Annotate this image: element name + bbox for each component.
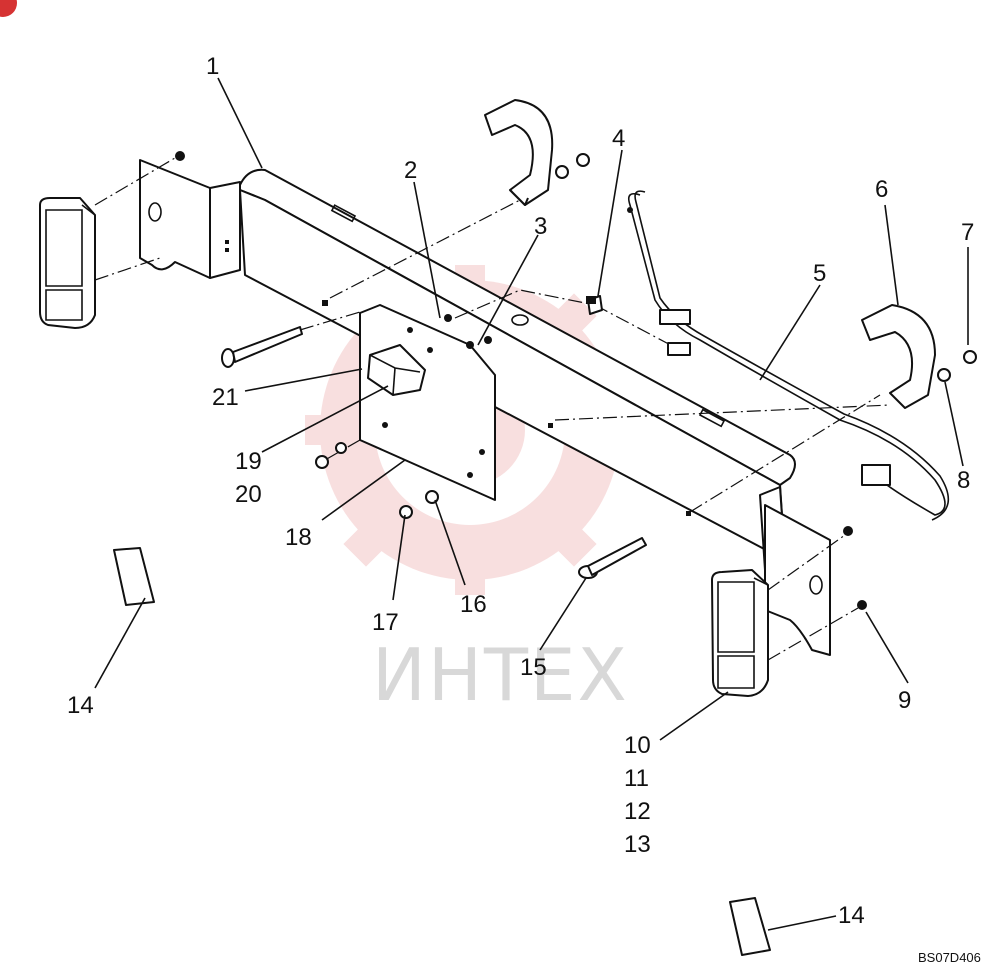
clamp-axis-right — [554, 404, 891, 421]
right-lamp-axis — [767, 534, 846, 591]
callout-15: 15 — [520, 654, 547, 681]
clamp-axis-left — [329, 199, 521, 299]
callout-8: 8 — [957, 467, 970, 494]
callout-7: 7 — [961, 219, 974, 246]
clamp-upper-nut-icon — [576, 153, 590, 167]
callout-5: 5 — [813, 260, 826, 287]
clamp-upper-washer-icon — [555, 165, 569, 179]
right-lamp-axis-lower — [767, 607, 859, 661]
bolt-4 — [586, 295, 603, 315]
leader-lines — [94, 77, 969, 931]
left-lamp-axis — [94, 157, 176, 206]
holder-axis — [324, 439, 361, 461]
license-plate-holder — [359, 304, 496, 501]
callout-9: 9 — [898, 687, 911, 714]
nut-9-icon — [857, 600, 867, 610]
callout-3: 3 — [534, 213, 547, 240]
clamp-right — [861, 304, 936, 409]
bolt-15-axis — [689, 394, 881, 513]
washer-3-icon — [466, 341, 474, 349]
callout-1: 1 — [206, 53, 219, 80]
callout-19: 19 — [235, 448, 262, 475]
callout-10: 10 — [624, 732, 651, 759]
right-lamp-nut-icon — [843, 526, 853, 536]
callout-20: 20 — [235, 481, 262, 508]
callout-12: 12 — [624, 798, 651, 825]
right-end-plate — [759, 486, 831, 656]
washer-3b-icon — [484, 336, 492, 344]
harness-axis — [594, 304, 681, 351]
left-tail-lamp — [39, 197, 96, 329]
washer-upper-icon — [335, 442, 347, 454]
watermark-text: ИНТЕХ — [372, 633, 629, 717]
wiring-harness — [627, 190, 950, 521]
clamp-upper — [484, 99, 554, 206]
washer-8-icon — [937, 368, 951, 382]
reflector-bottom — [729, 897, 771, 956]
bolt-4-axis — [454, 289, 596, 319]
nut-2-icon — [444, 314, 452, 322]
callout-17: 17 — [372, 609, 399, 636]
callout-16: 16 — [460, 591, 487, 618]
nut-17-upper-icon — [315, 455, 329, 469]
right-tail-lamp — [711, 569, 769, 697]
left-lamp-nut-icon — [175, 151, 185, 161]
callout-21: 21 — [212, 384, 239, 411]
drawing-code: BS07D406 — [918, 950, 981, 965]
nut-17-icon — [399, 505, 413, 519]
callout-11: 11 — [624, 765, 649, 792]
corner-badge-icon — [0, 0, 17, 17]
left-lamp-axis-lower — [94, 257, 161, 281]
callout-14-bottom: 14 — [838, 902, 865, 929]
bolt-15 — [578, 537, 647, 579]
callout-14-left: 14 — [67, 692, 94, 719]
bolt-21 — [221, 311, 361, 368]
callout-6: 6 — [875, 176, 888, 203]
callout-18: 18 — [285, 524, 312, 551]
callout-4: 4 — [612, 125, 625, 152]
callout-13: 13 — [624, 831, 651, 858]
nut-7-icon — [963, 350, 977, 364]
callout-labels: 1 2 3 4 5 6 7 8 9 10 11 12 13 14 14 15 1… — [67, 53, 974, 929]
reflector-left — [113, 547, 155, 606]
left-end-plate — [139, 159, 241, 279]
callout-2: 2 — [404, 157, 417, 184]
